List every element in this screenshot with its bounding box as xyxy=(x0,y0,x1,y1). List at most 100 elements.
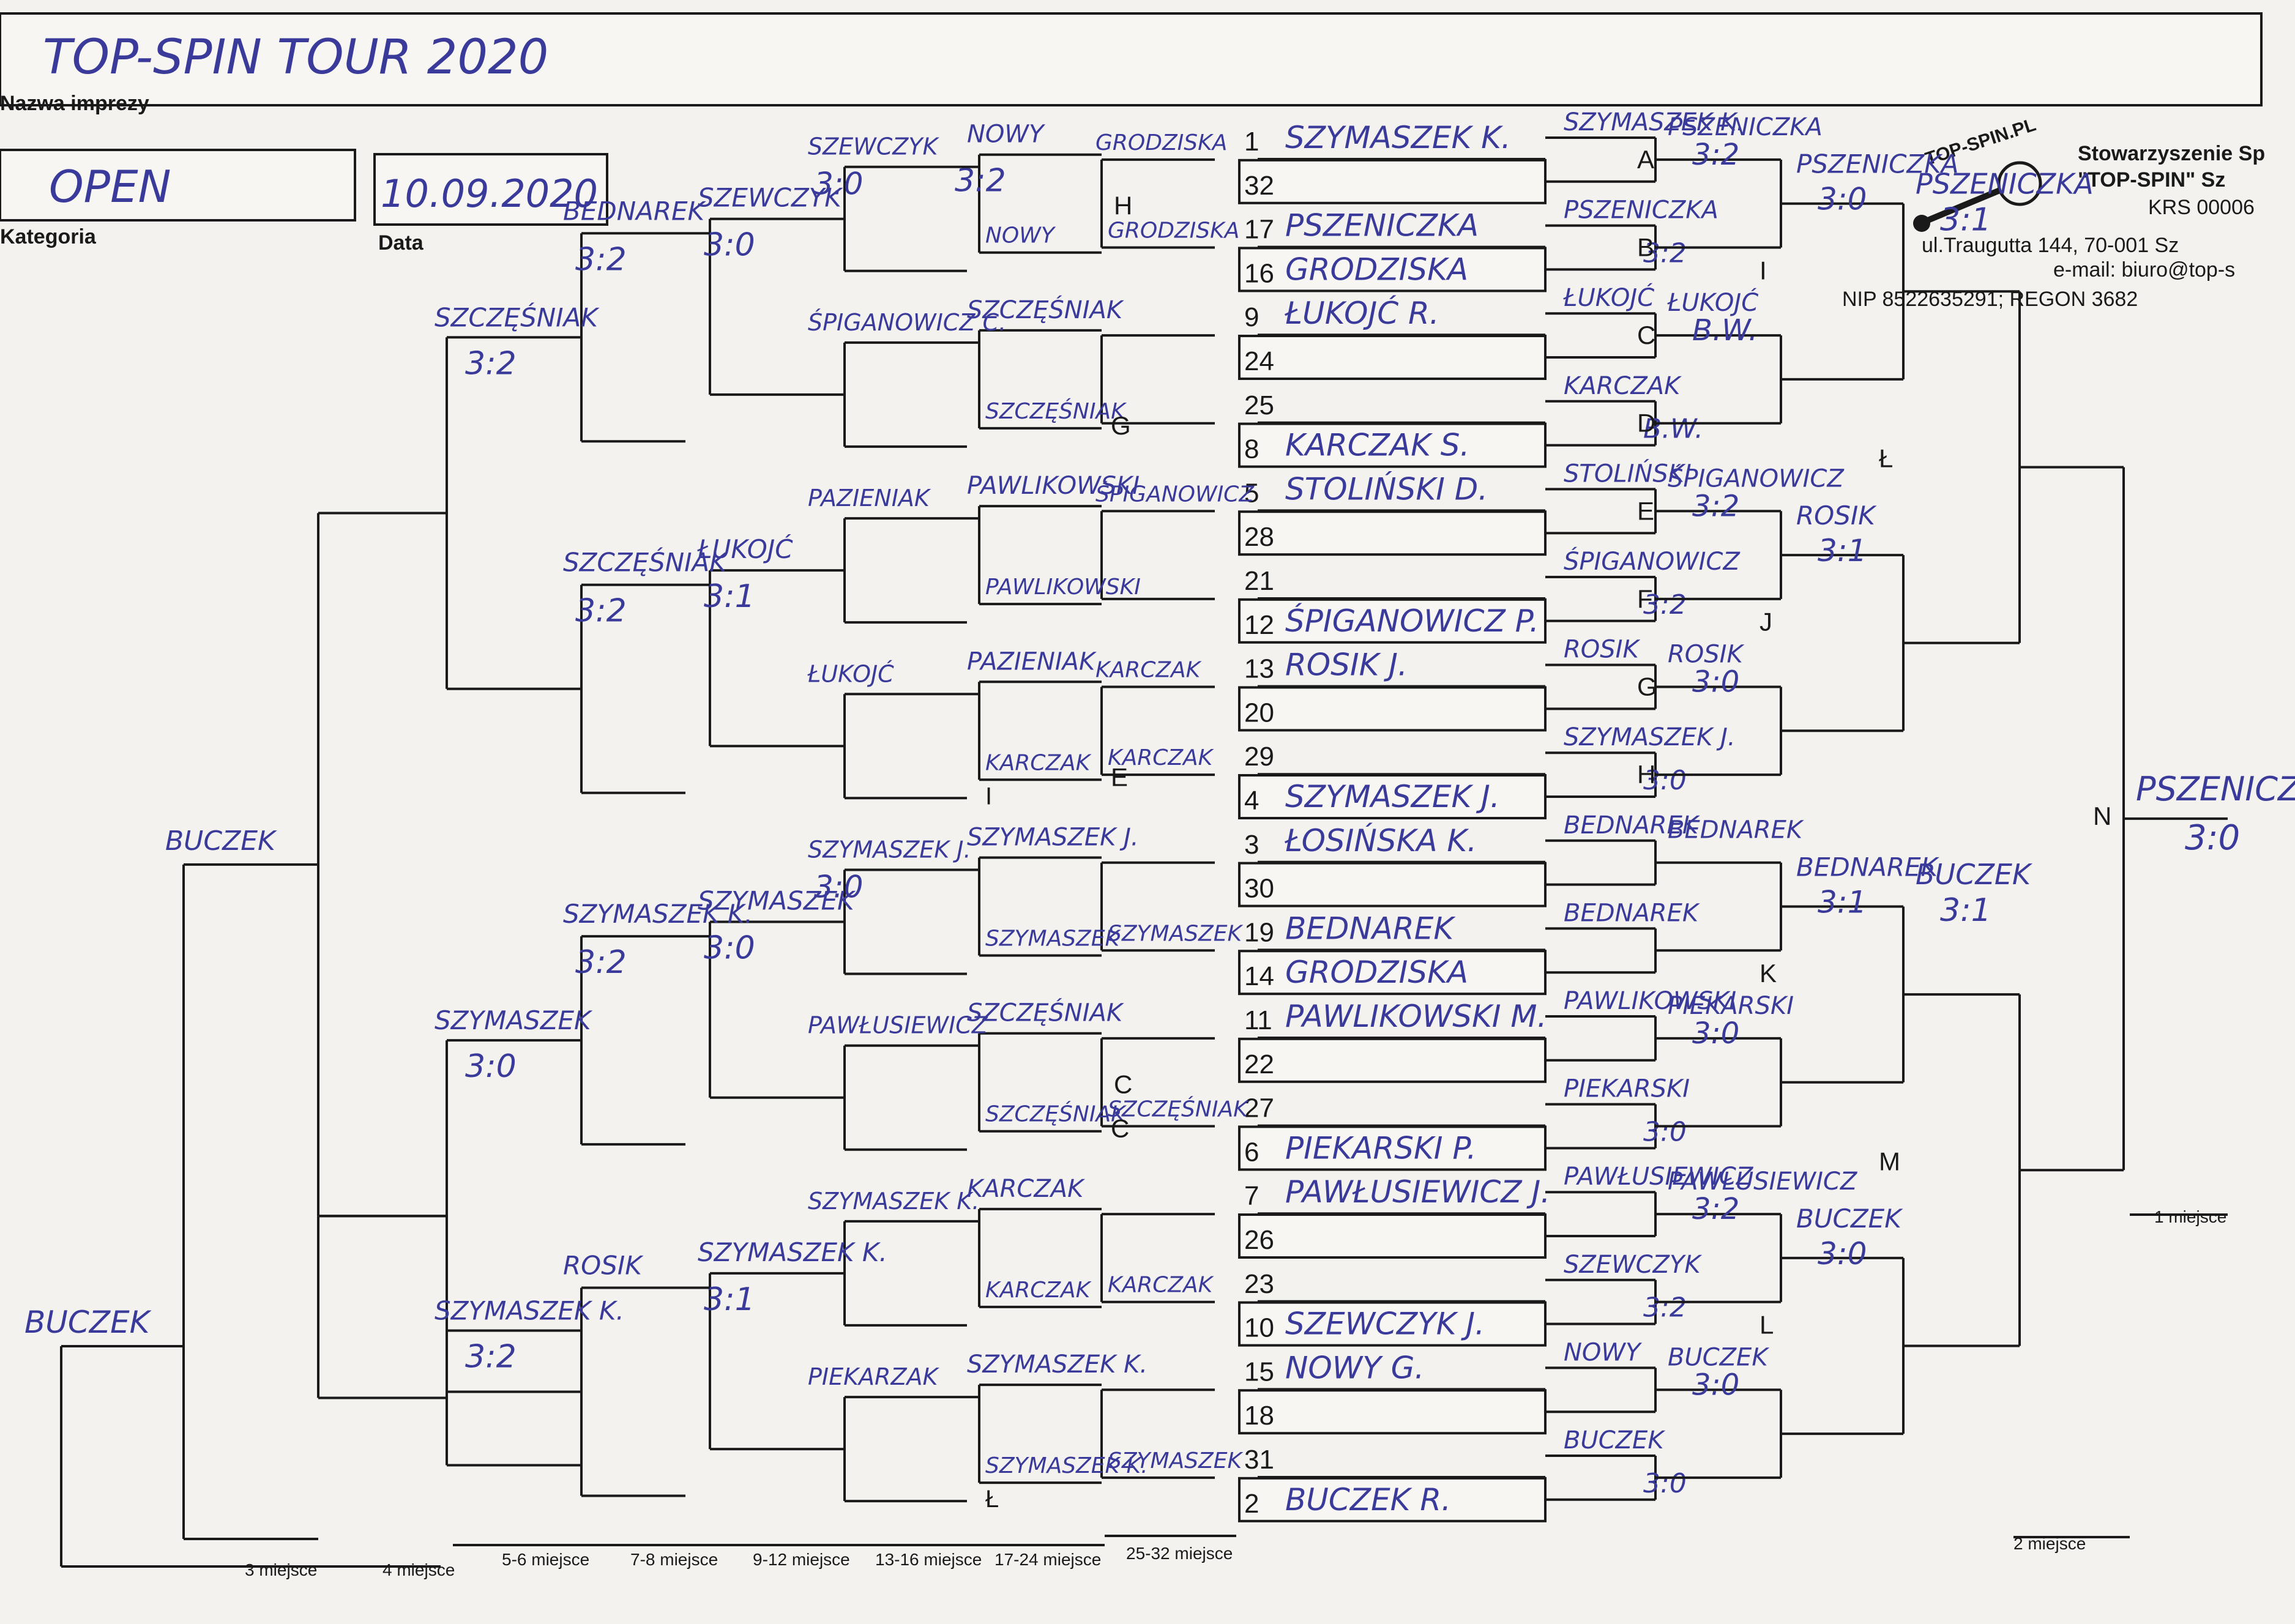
r2-winner-name: BUCZEK xyxy=(1564,1426,1665,1455)
slot-seed: 27 xyxy=(1244,1093,1274,1123)
r2-winner-name: ŚPIGANOWICZ xyxy=(1564,546,1741,576)
slot: 25 xyxy=(1244,390,1545,424)
left-bracket: GRODZISKAGRODZISKAHŚPIGANOWICZKARCZAKKAR… xyxy=(24,121,1255,1568)
r4-winner-score: 3:0 xyxy=(1818,1236,1867,1272)
r3-winner-name: PSZENICZKA xyxy=(1668,113,1823,141)
left-r5-name: BEDNAREK xyxy=(563,196,707,226)
match-letter: Ł xyxy=(985,1486,999,1513)
slot-player-name: SZYMASZEK J. xyxy=(1285,779,1500,814)
place-label-p13-16: 13-16 miejsce xyxy=(875,1550,982,1569)
match-letter: I xyxy=(985,783,992,810)
left-r3-score: 3:0 xyxy=(814,870,863,905)
slot: 28 xyxy=(1238,510,1547,556)
left-r1-bottom-name: SZYMASZEK xyxy=(1108,921,1243,946)
left-r5-score: 3:2 xyxy=(575,944,627,981)
place-label-p17-24: 17-24 miejsce xyxy=(994,1550,1101,1569)
match-letter: H xyxy=(1637,760,1655,789)
slot-box xyxy=(1238,247,1547,292)
slot-seed: 1 xyxy=(1244,127,1259,157)
r3-winner-name: BEDNAREK xyxy=(1668,816,1804,844)
r2-winner-score: 3:2 xyxy=(1643,589,1687,620)
left-r6-name: SZCZĘŚNIAK xyxy=(435,302,600,332)
slot-box xyxy=(1238,950,1547,996)
slot-seed: 7 xyxy=(1244,1181,1259,1211)
left-r3-score: 3:0 xyxy=(814,166,863,202)
slot: 21 xyxy=(1244,566,1545,600)
slot: 24 xyxy=(1238,335,1547,380)
slot-seed: 16 xyxy=(1244,258,1274,288)
slot: 22 xyxy=(1238,1037,1547,1083)
slot-seed: 11 xyxy=(1244,1005,1272,1035)
slot-box xyxy=(1238,686,1547,732)
place-label-fourth: 4 miejsce xyxy=(382,1560,455,1579)
event-name-label: Nazwa imprezy xyxy=(0,92,149,115)
r2-winner-score: 3:0 xyxy=(1643,765,1687,796)
final-winner-score: 3:0 xyxy=(2185,818,2240,858)
left-r4-name: SZYMASZEK K. xyxy=(698,1237,887,1267)
slot: 23 xyxy=(1244,1269,1545,1303)
r2-winner-score: 3:0 xyxy=(1643,1468,1687,1499)
slot-player-name: SZEWCZYK J. xyxy=(1285,1306,1485,1342)
slot-seed: 26 xyxy=(1244,1225,1274,1255)
slot-seed: 14 xyxy=(1244,961,1274,991)
r3-winner-name: ŁUKOJĆ xyxy=(1667,288,1758,317)
r3-winner-score: 3:2 xyxy=(1692,138,1739,172)
match-letter: C xyxy=(1637,321,1655,349)
match-letter: E xyxy=(1637,496,1654,525)
match-letter: G xyxy=(1637,672,1657,701)
r2-winner-name: SZEWCZYK xyxy=(1564,1251,1702,1279)
organizer-block: TOP-SPIN.PL Stowarzyszenie Sp "TOP-SPIN"… xyxy=(1842,114,2265,311)
r4-winner-name: BUCZEK xyxy=(1796,1204,1903,1234)
left-r4-name: SZYMASZEK xyxy=(698,886,856,916)
date-box xyxy=(373,153,608,226)
left-r5-name: SZCZĘŚNIAK xyxy=(563,547,728,578)
r2-winner-name: ŁUKOJĆ xyxy=(1563,283,1654,312)
slot-seed: 20 xyxy=(1244,698,1274,728)
slot-player-name: ROSIK J. xyxy=(1285,647,1408,683)
r3-winner-name: PAWŁUSIEWICZ xyxy=(1668,1168,1858,1196)
left-r3-name: SZYMASZEK J. xyxy=(808,836,971,863)
left-r5-name: ROSIK xyxy=(563,1251,644,1281)
date-value: 10.09.2020 xyxy=(381,171,598,216)
left-r2-bottom-name: KARCZAK xyxy=(985,750,1092,775)
left-r1-bottom-name: SZYMASZEK xyxy=(1108,1448,1243,1473)
match-letter: F xyxy=(1637,584,1653,613)
match-letter: B xyxy=(1637,233,1654,262)
left-r4-name: ŁUKOJĆ xyxy=(697,534,793,564)
left-r2-name: SZCZĘŚNIAK xyxy=(967,998,1124,1027)
slot: 31 xyxy=(1244,1445,1545,1478)
slot-box xyxy=(1238,1037,1547,1083)
slot-box xyxy=(1238,1301,1547,1347)
top-spin-logo-icon xyxy=(1913,161,2042,232)
left-r2-name: KARCZAK xyxy=(967,1175,1085,1203)
r2-winner-name: BEDNAREK xyxy=(1564,899,1700,927)
slot: 20 xyxy=(1238,686,1547,732)
org-name-line2: "TOP-SPIN" Sz xyxy=(2078,168,2225,192)
r5-winner-score: 3:1 xyxy=(1940,201,1991,238)
match-letter: Ł xyxy=(1879,444,1893,473)
r2-winner-name: PAWŁUSIEWICZ xyxy=(1564,1163,1754,1191)
slot-seed: 13 xyxy=(1244,654,1274,684)
match-letter: G xyxy=(1111,411,1131,440)
org-krs: KRS 00006 xyxy=(2148,196,2255,219)
match-letter: N xyxy=(2093,802,2111,830)
right-bracket: SZYMASZEK K.APSZENICZKA3:2BŁUKOJĆCKARCZA… xyxy=(1545,108,2295,1501)
slot-box xyxy=(1238,862,1547,907)
event-name-value: TOP-SPIN TOUR 2020 xyxy=(43,30,548,85)
left-r2-name: NOWY xyxy=(967,121,1046,149)
r3-winner-score: 3:2 xyxy=(1692,489,1739,523)
slot-box xyxy=(1238,774,1547,819)
slot-player-name: PAWLIKOWSKI M. xyxy=(1285,999,1547,1034)
left-r2-bottom-name: SZCZĘŚNIAK xyxy=(985,1101,1127,1127)
left-r6-score: 3:0 xyxy=(465,1048,517,1085)
slot-seed: 28 xyxy=(1244,522,1274,552)
left-r1-bottom-name: GRODZISKA xyxy=(1108,218,1239,244)
slot: 13 ROSIK J. xyxy=(1244,647,1545,688)
r5-winner-name: PSZENICZKA xyxy=(1916,167,2094,200)
slot-seed: 15 xyxy=(1244,1357,1274,1387)
left-r3-name: SZYMASZEK K. xyxy=(808,1188,979,1215)
